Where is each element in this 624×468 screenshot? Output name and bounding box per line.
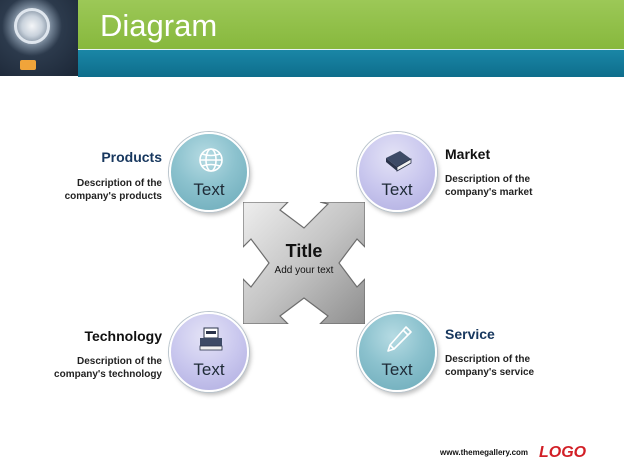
market-heading: Market <box>445 146 491 162</box>
footer-logo: LOGO <box>539 444 587 461</box>
technology-desc-line2: company's technology <box>54 369 162 380</box>
printer-icon <box>199 327 223 351</box>
products-desc-line1: Description of the <box>76 178 162 189</box>
slide-title: Diagram <box>100 8 218 43</box>
market-desc-line2: company's market <box>445 187 533 198</box>
technology-circle: Text <box>169 312 249 392</box>
center-subtitle: Add your text <box>274 265 334 276</box>
service-heading: Service <box>445 326 495 342</box>
products-circle: Text <box>169 132 249 212</box>
service-desc-line2: company's service <box>445 367 535 378</box>
technology-desc-line1: Description of the <box>76 356 162 367</box>
header-band <box>78 49 624 77</box>
products-heading: Products <box>101 149 162 165</box>
header-bar <box>78 0 624 49</box>
service-circle-text: Text <box>381 360 413 379</box>
products-desc-line2: company's products <box>64 191 162 202</box>
service-circle: Text <box>357 312 437 392</box>
headlight-graphic <box>14 8 50 44</box>
indicator-light-graphic <box>20 60 36 70</box>
products-circle-text: Text <box>193 180 225 199</box>
market-circle: Text <box>357 132 437 212</box>
header-photo <box>0 0 78 76</box>
technology-heading: Technology <box>84 328 162 344</box>
center-title: Title <box>285 241 323 261</box>
service-desc-line1: Description of the <box>445 354 531 365</box>
footer-url: www.themegallery.com <box>440 448 529 457</box>
pencil-icon <box>387 326 412 352</box>
market-circle-text: Text <box>381 180 413 199</box>
market-desc-line1: Description of the <box>445 174 531 185</box>
globe-icon <box>199 148 223 172</box>
technology-circle-text: Text <box>193 360 225 379</box>
four-way-arrow <box>243 202 365 324</box>
book-icon <box>386 151 412 172</box>
